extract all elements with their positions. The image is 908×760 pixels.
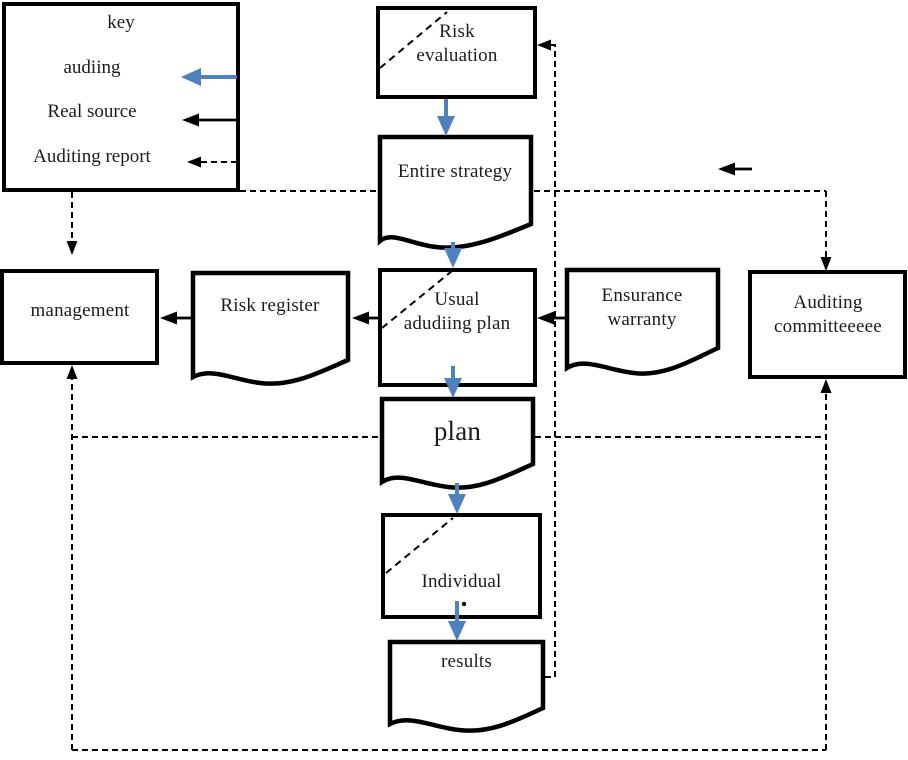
label-management: management	[30, 300, 130, 321]
label-plan: plan	[433, 416, 482, 446]
node-risk-evaluation	[376, 6, 537, 99]
legend-item-auditing-report: Auditing report	[33, 146, 151, 167]
dashed-arrow-results-to-risk-evaluation	[537, 39, 556, 678]
label-auditing-committee: Auditing committeeeee	[774, 292, 882, 337]
legend-item-audiing: audiing	[63, 57, 121, 78]
label-risk-evaluation: Risk evaluation	[416, 21, 498, 66]
node-individual	[381, 513, 542, 619]
legend-item-real-source: Real source	[47, 101, 137, 122]
label-usual-auditing-plan: Usual adudiing plan	[403, 289, 511, 334]
document-entire-strategy	[377, 134, 534, 250]
document-risk-register	[190, 270, 351, 386]
label-results: results	[440, 651, 492, 672]
label-ensurance-warranty: Ensurance warranty	[601, 285, 683, 330]
label-entire-strategy: Entire strategy	[397, 161, 513, 182]
label-individual: Individual	[421, 571, 502, 592]
legend-key-box	[2, 2, 240, 192]
label-risk-register: Risk register	[220, 295, 320, 316]
node-auditing-committee	[748, 270, 907, 379]
node-management	[0, 269, 159, 365]
legend-title: key	[107, 12, 135, 33]
